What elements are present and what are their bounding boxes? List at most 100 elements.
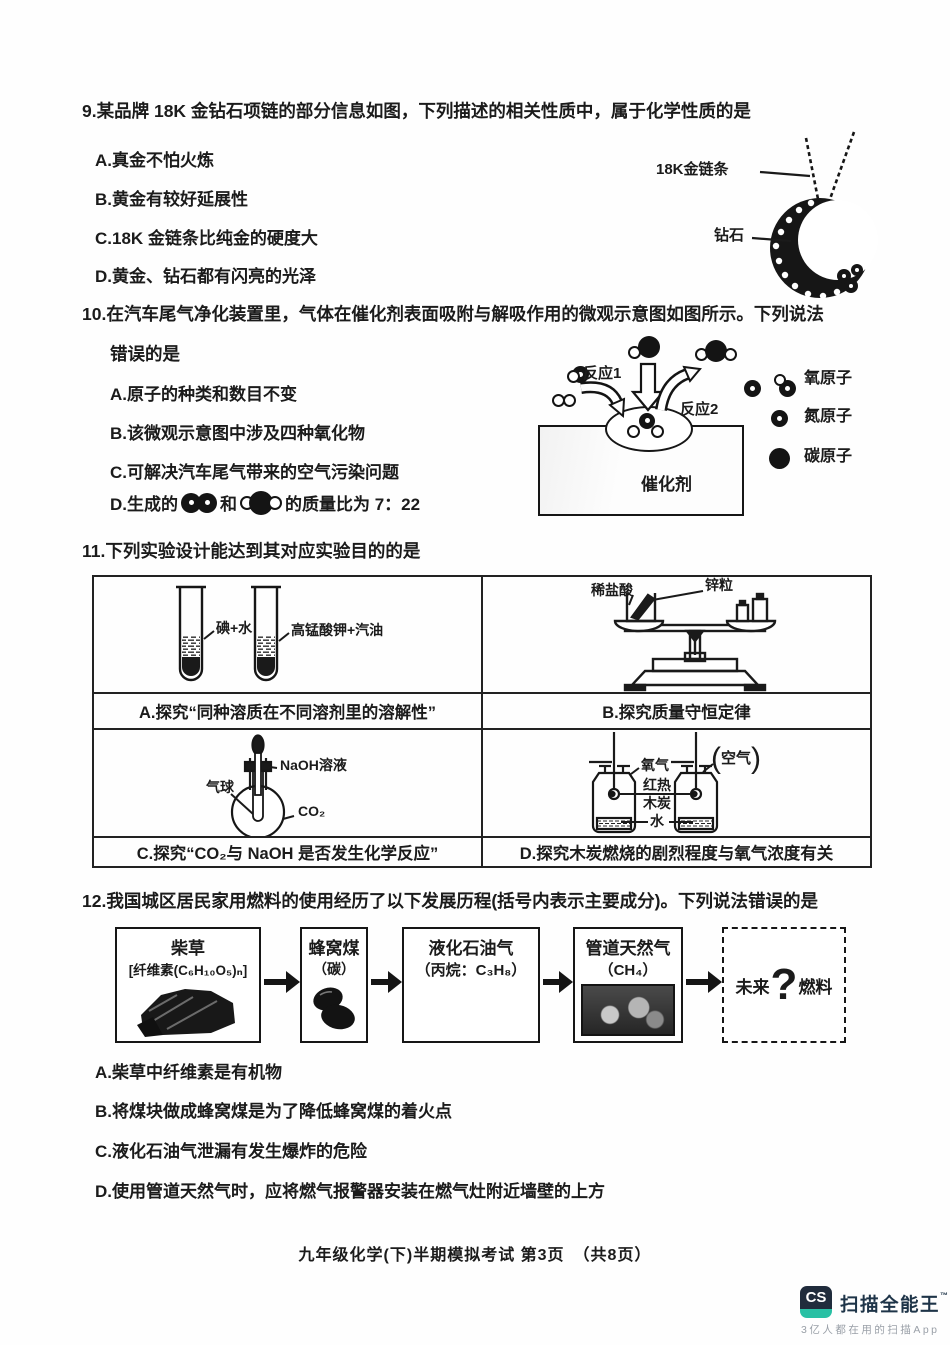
experiment-b-image: 稀盐酸 锌粒 xyxy=(483,577,870,692)
stove-photo xyxy=(581,984,675,1036)
q9-option-d: D.黄金、钻石都有闪亮的光泽 xyxy=(95,267,316,286)
diamond-label: 钻石 xyxy=(714,227,745,244)
flow-arrow-4 xyxy=(686,970,722,993)
briquette-image xyxy=(313,987,355,1030)
q12-option-d: D.使用管道天然气时，应将燃气报警器安装在燃气灶附近墙壁的上方 xyxy=(95,1182,605,1201)
flask-balloon-drawing xyxy=(230,734,295,840)
reaction-arrows xyxy=(580,362,702,419)
experiment-b-caption-cell: B.探究质量守恒定律 xyxy=(483,692,870,728)
camscanner-logo-text: CS xyxy=(805,1289,827,1306)
experiment-a-caption: A.探究“同种溶质在不同溶剂里的溶解性” xyxy=(139,704,436,722)
co2-label: CO₂ xyxy=(298,803,326,819)
experiment-c-image: NaOH溶液 气球 CO₂ xyxy=(94,728,483,840)
adsorbed-n-atom xyxy=(639,412,655,429)
water-label: 水 xyxy=(650,813,664,829)
q10-option-d-suffix: 的质量比为 7：22 xyxy=(285,495,421,514)
reaction1-label: 反应1 xyxy=(583,365,622,382)
q12-option-b: B.将煤块做成蜂窝煤是为了降低蜂窝煤的着火点 xyxy=(95,1102,452,1121)
co2-molecule-c xyxy=(705,340,727,362)
q9-option-a: A.真金不怕火炼 xyxy=(95,151,214,170)
trademark-symbol: ™ xyxy=(940,1291,950,1300)
zinc-granule-label: 锌粒 xyxy=(705,577,733,593)
flow-arrow-1 xyxy=(264,970,300,993)
firewood-formula: [纤维素(C₆H₁₀O₅)ₙ] xyxy=(128,963,248,978)
balance-drawing xyxy=(613,590,777,692)
experiment-c-caption: C.探究“CO₂与 NaOH 是否发生化学反应” xyxy=(136,845,439,863)
natural-gas-formula: （CH₄） xyxy=(598,962,658,979)
q10-option-d: D.生成的 和 的质量比为 7：22 xyxy=(110,490,420,515)
gas-bottles-drawing xyxy=(589,732,719,834)
reaction2-label: 反应2 xyxy=(680,401,719,418)
oxygen-atom-icon xyxy=(774,374,786,386)
fuel-box-lpg: 液化石油气 （丙烷：C₃H₈） xyxy=(402,927,540,1043)
briquette-title: 蜂窝煤 xyxy=(308,939,360,958)
q12-option-a: A.柴草中纤维素是有机物 xyxy=(95,1063,282,1082)
chain-label: 18K金链条 xyxy=(656,161,729,178)
red-hot-label: 红热 xyxy=(643,777,671,793)
experiment-d-image: 氧气 红热 木炭 水 ( 空气 ) xyxy=(483,728,870,836)
no-molecule-o xyxy=(567,370,580,383)
air-label: 空气 xyxy=(721,749,752,767)
q10-option-c: C.可解决汽车尾气带来的空气污染问题 xyxy=(110,463,399,482)
oxygen-label: 氧气 xyxy=(641,757,669,773)
balloon-label: 气球 xyxy=(206,779,234,795)
test-tubes-drawing xyxy=(176,585,290,682)
experiment-c-caption-cell: C.探究“CO₂与 NaOH 是否发生化学反应” xyxy=(94,836,483,866)
camscanner-logo-icon: CS xyxy=(800,1286,832,1318)
permanganate-gasoline-label: 高锰酸钾+汽油 xyxy=(291,622,384,638)
nitrogen-legend-label: 氮原子 xyxy=(804,408,853,425)
adsorbed-o-atom xyxy=(627,425,640,438)
air-paren-open: ( xyxy=(711,742,721,775)
flow-arrow-2 xyxy=(371,970,402,993)
experiment-d-caption: D.探究木炭燃烧的剧烈程度与氧气浓度有关 xyxy=(519,845,834,863)
fuel-box-natural-gas: 管道天然气 （CH₄） xyxy=(573,927,683,1043)
q11-stem: 11.下列实验设计能达到其对应实验目的的是 xyxy=(82,541,421,561)
necklace-drawing xyxy=(751,131,878,300)
co-molecule-c xyxy=(638,336,660,358)
future-post: 燃料 xyxy=(798,977,833,997)
catalyst-diagram: 反应1 反应2 催化剂 xyxy=(535,330,797,516)
fuel-box-future: 未来 ? 燃料 xyxy=(722,927,846,1043)
carbon-legend-label: 碳原子 xyxy=(804,448,853,465)
iodine-water-label: 碘+水 xyxy=(216,620,253,636)
atom-legend: 氧原子 氮原子 碳原子 xyxy=(758,366,898,481)
q10-option-a: A.原子的种类和数目不变 xyxy=(110,385,297,404)
catalyst-label: 催化剂 xyxy=(641,475,692,494)
experiment-table: 碘+水 高锰酸钾+汽油 xyxy=(92,575,872,868)
fuel-box-briquette: 蜂窝煤 （碳） xyxy=(300,927,368,1043)
camscanner-brand: 扫描全能王™ xyxy=(840,1291,950,1317)
camscanner-brand-text: 扫描全能王 xyxy=(840,1294,941,1315)
co2-molecule-icon xyxy=(240,490,282,515)
future-question-mark: ? xyxy=(770,960,798,1009)
q12-option-c: C.液化石油气泄漏有发生爆炸的危险 xyxy=(95,1142,367,1161)
q9-stem: 9.某品牌 18K 金钻石项链的部分信息如图，下列描述的相关性质中，属于化学性质… xyxy=(82,101,751,121)
experiment-b-caption: B.探究质量守恒定律 xyxy=(602,704,751,722)
q10-stem-line2: 错误的是 xyxy=(110,344,180,364)
future-pre: 未来 xyxy=(735,977,770,997)
q10-option-b: B.该微观示意图中涉及四种氧化物 xyxy=(110,424,365,443)
firewood-image xyxy=(137,989,235,1037)
adsorbed-o-atom xyxy=(651,425,664,438)
experiment-a-caption-cell: A.探究“同种溶质在不同溶剂里的溶解性” xyxy=(94,692,483,728)
dilute-hcl-label: 稀盐酸 xyxy=(591,582,633,598)
n2-molecule-icon xyxy=(181,492,217,513)
firewood-title: 柴草 xyxy=(171,939,205,958)
nitrogen-atom-icon xyxy=(771,410,788,428)
flow-arrow-3 xyxy=(543,970,573,993)
camscanner-tagline: 3亿人都在用的扫描App xyxy=(801,1324,940,1336)
carbon-atom-icon xyxy=(769,448,790,469)
q9-option-c: C.18K 金链条比纯金的硬度大 xyxy=(95,229,318,248)
natural-gas-title: 管道天然气 xyxy=(585,939,671,958)
page-footer: 九年级化学(下)半期模拟考试 第3页 （共8页） xyxy=(298,1247,652,1264)
air-paren-close: ) xyxy=(751,742,762,775)
air-label-group: ( 空气 ) xyxy=(711,742,761,776)
q12-stem: 12.我国城区居民家用燃料的使用经历了以下发展历程(括号内表示主要成分)。下列说… xyxy=(82,891,818,911)
lpg-title: 液化石油气 xyxy=(428,939,514,958)
experiment-a-image: 碘+水 高锰酸钾+汽油 xyxy=(94,577,483,692)
fuel-box-firewood: 柴草 [纤维素(C₆H₁₀O₅)ₙ] xyxy=(115,927,261,1043)
q10-option-d-mid: 和 xyxy=(220,495,237,514)
q10-stem: 10.在汽车尾气净化装置里，气体在催化剂表面吸附与解吸作用的微观示意图如图所示。… xyxy=(82,304,824,324)
charcoal-label: 木炭 xyxy=(643,795,671,811)
necklace-illustration: 18K金链条 钻石 xyxy=(648,128,888,308)
